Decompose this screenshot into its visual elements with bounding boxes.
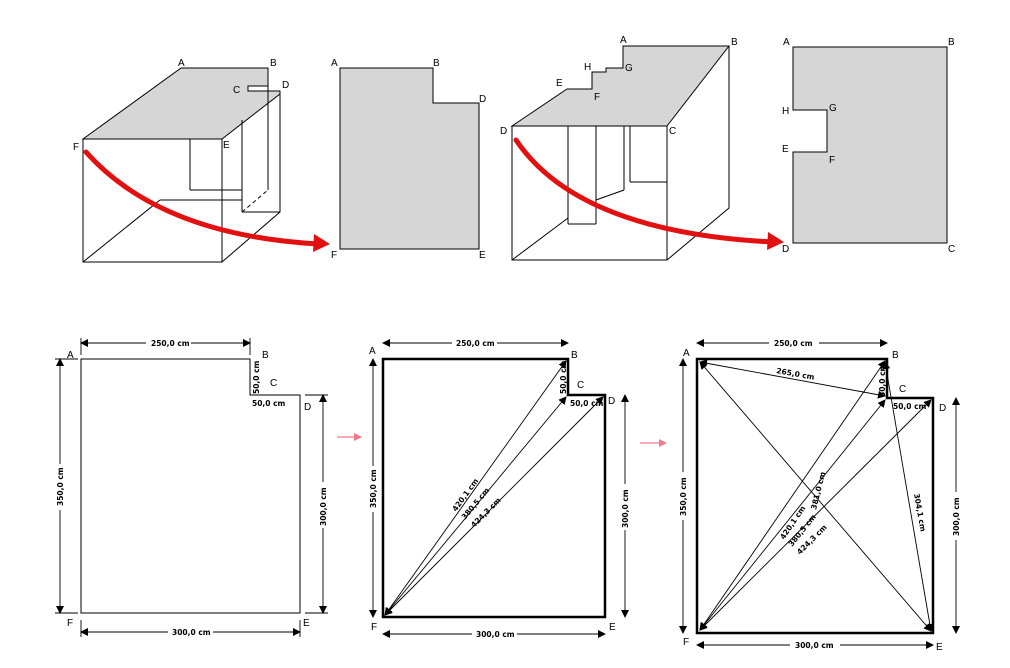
plan1-label-a: A (67, 350, 74, 361)
plan3-dim-notch-v: 50,0 cm (878, 363, 887, 397)
plan2-dim-notch-v: 50,0 cm (559, 360, 568, 394)
box2-label-f: F (594, 92, 600, 103)
unfold-arrow-2 (513, 137, 775, 245)
plan3-dim-top: 250,0 cm (774, 339, 813, 348)
plan2-dim-right: 300,0 cm (621, 489, 630, 528)
flat2-shape (792, 46, 948, 244)
box1-label-b: B (270, 58, 277, 69)
plan3-label-c: C (899, 384, 906, 395)
plan1-dim-bottom: 300,0 cm (172, 628, 211, 637)
flat1-label-b: B (433, 58, 440, 69)
plan2-dim-notch-h: 50,0 cm (570, 399, 604, 408)
plan-step-2: 250,0 cm 300,0 cm 350,0 cm 300,0 cm 50,0… (366, 337, 632, 640)
box-3d-right: A B C D E F G H (500, 35, 784, 261)
plan1-label-f: F (67, 618, 73, 629)
flat2-label-c: C (948, 244, 955, 255)
plan2-dim-top: 250,0 cm (456, 339, 495, 348)
plan3-diag-ae: 304,1 cm (912, 493, 928, 533)
plan2-label-d: D (608, 396, 615, 407)
flat-plan-left: A B D E F (331, 58, 486, 261)
plan1-dim-notch-v: 50,0 cm (252, 360, 261, 394)
flat2-label-e: E (782, 144, 789, 155)
plan1-dim-top: 250,0 cm (151, 339, 190, 348)
plan3-dim-left: 350,0 cm (679, 477, 688, 516)
plan-step-1: 250,0 cm 300,0 cm 350,0 cm 300,0 cm 50,0… (53, 337, 330, 638)
box2-label-g: G (625, 63, 633, 74)
flat1-label-d: D (479, 94, 486, 105)
plan2-label-f: F (371, 622, 377, 633)
plan3-label-e: E (936, 642, 943, 653)
plan2-label-a: A (369, 346, 376, 357)
box1-label-f: F (73, 142, 79, 153)
flat2-label-h: H (782, 106, 789, 117)
box1-label-c: C (233, 85, 240, 96)
plan1-dim-right: 300,0 cm (319, 487, 328, 526)
plan3-dim-right: 300,0 cm (952, 497, 961, 536)
unfold-arrow-1 (83, 149, 321, 247)
plan2-label-e: E (609, 622, 616, 633)
plan3-dim-notch-h: 50,0 cm (893, 402, 927, 411)
plan2-outline (381, 357, 607, 619)
flat2-label-d: D (782, 244, 789, 255)
box1-top-face (81, 67, 281, 140)
plan3-label-f: F (683, 637, 689, 648)
plan1-label-b: B (262, 350, 269, 361)
box2-top-face (510, 45, 731, 127)
plan2-label-c: C (577, 380, 584, 391)
plan3-dim-bottom: 300,0 cm (795, 641, 834, 650)
plan3-label-d: D (939, 403, 946, 414)
plan2-dim-bottom: 300,0 cm (476, 630, 515, 639)
plan1-label-e: E (303, 618, 310, 629)
unfold-arrow-1-head (313, 234, 330, 252)
flat2-label-g: G (829, 103, 837, 114)
box2-label-h: H (584, 62, 591, 73)
flat1-label-a: A (331, 58, 338, 69)
plan1-dim-notch-h: 50,0 cm (252, 399, 286, 408)
flat2-label-a: A (783, 37, 790, 48)
box2-label-c: C (669, 126, 676, 137)
plan3-label-a: A (683, 348, 690, 359)
box2-label-d: D (500, 126, 507, 137)
plan1-outline (80, 358, 301, 614)
flat1-shape (339, 67, 480, 250)
box2-label-a: A (620, 35, 627, 46)
flat2-label-f: F (829, 155, 835, 166)
flat1-label-e: E (479, 250, 486, 261)
flat1-label-f: F (331, 250, 337, 261)
box-3d-left: A B C D E F (73, 58, 330, 263)
unfold-arrow-2-head (767, 232, 784, 250)
flat-plan-right: A B C D E F G H (782, 37, 955, 255)
plan1-label-c: C (270, 378, 277, 389)
box1-label-d: D (282, 80, 289, 91)
box2-label-e: E (556, 78, 563, 89)
box1-label-a: A (178, 58, 185, 69)
plan1-dim-left: 350,0 cm (56, 467, 65, 506)
box2-label-b: B (731, 37, 738, 48)
flat2-label-b: B (948, 37, 955, 48)
box1-label-e: E (223, 140, 230, 151)
plan2-label-b: B (571, 350, 578, 361)
plan-step-3: 250,0 cm 300,0 cm 350,0 cm 300,0 cm 50,0… (676, 337, 963, 653)
plan1-label-d: D (304, 402, 311, 413)
plan2-dim-left: 350,0 cm (369, 469, 378, 508)
plan3-label-b: B (892, 350, 899, 361)
